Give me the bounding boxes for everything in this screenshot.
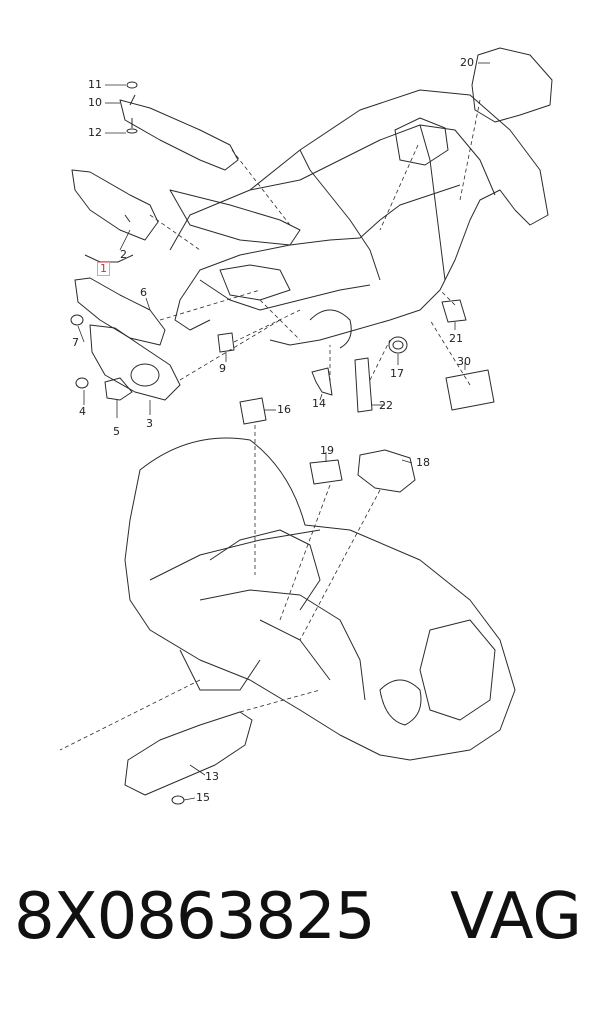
callout-2: 2 [120,248,127,261]
callout-30: 30 [457,355,471,368]
callout-20: 20 [460,56,474,69]
part-21-block [441,299,467,323]
callout-5: 5 [113,425,120,438]
callout-13: 12 [88,126,102,139]
lower-car-body [124,437,516,761]
part-30-mat [445,369,495,411]
part-17-grommet [388,336,408,354]
callout-4: 4 [79,405,86,418]
upper-car-body [169,89,549,349]
callout-1-highlighted: 1 [97,262,110,276]
callout-10: 14 [312,397,326,410]
callout-15: 15 [196,791,210,804]
part-10-bracket [311,367,333,396]
callout-7: 7 [72,336,79,349]
part-14-insulation [124,711,253,805]
callout-11: 10 [88,96,102,109]
callout-16: 16 [277,403,291,416]
part-3-insulation [75,324,181,401]
callout-19: 19 [320,444,334,457]
callout-18: 18 [416,456,430,469]
part-22-strip [354,357,373,413]
callout-6: 6 [140,286,147,299]
callout-9: 9 [219,362,226,375]
callout-17: 17 [390,367,404,380]
part-2-shield [71,169,159,263]
diagram-drawing [59,47,553,805]
part-16-pad [239,397,267,425]
part-9-block [217,332,235,353]
part-number: 8X0863825 [14,880,376,954]
brand-label: VAG [450,880,582,954]
leader-lines [77,62,490,801]
callout-21: 21 [449,332,463,345]
callout-12: 11 [88,78,102,91]
part-19-pad [309,459,343,485]
callout-22: 22 [379,399,393,412]
parts-diagram: 11 10 12 2 1 6 7 9 14 16 17 22 21 30 20 … [59,47,553,805]
part-11-cowl [119,81,239,171]
part-20-insulation [394,47,553,166]
footer: 8X0863825 VAG [0,880,600,990]
callout-14: 13 [205,770,219,783]
part-18-absorber [357,449,416,493]
dashed-guides [59,99,481,751]
callout-3: 3 [146,417,153,430]
part-6-insulation [70,277,166,346]
